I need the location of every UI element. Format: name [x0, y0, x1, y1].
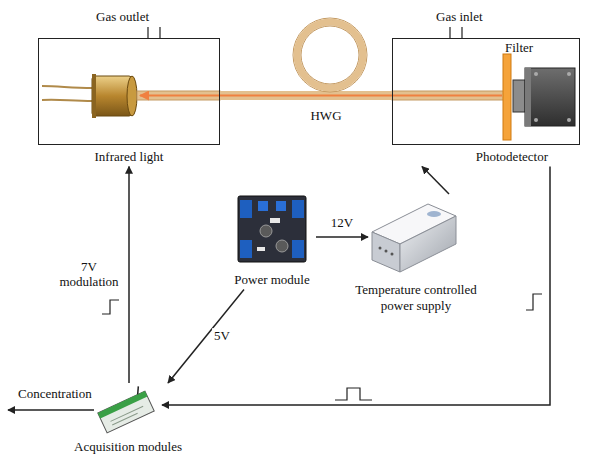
- pulse-symbol: [102, 300, 119, 314]
- waveguide-coil: [293, 18, 367, 92]
- chamber-outline: [392, 38, 580, 145]
- acquisition-module-device: [111, 406, 145, 425]
- node-caption: Acquisition modules: [68, 439, 188, 455]
- edge-label: 5V: [212, 329, 232, 345]
- optical-filter: [503, 54, 511, 140]
- infrared-light-source: [42, 74, 137, 118]
- part-label: Filter: [505, 40, 533, 56]
- power-module-board: [240, 200, 252, 218]
- edge-label: HWG: [308, 108, 343, 124]
- power-module-board: [292, 240, 304, 258]
- temperature-supply-device: [372, 232, 400, 272]
- infrared-light-source: [92, 74, 96, 118]
- port-label: Gas inlet: [436, 9, 483, 25]
- module-block: Power module: [230, 192, 314, 288]
- waveguide-coil: [301, 26, 359, 84]
- power-module-board: [276, 201, 286, 211]
- node-caption: Power module: [230, 272, 314, 288]
- power-module-board: [238, 196, 306, 262]
- photodetector-camera: [534, 72, 538, 76]
- picture-area: [350, 194, 482, 278]
- gas-chamber-box: Infrared light: [38, 38, 220, 165]
- pulse-symbol: [335, 388, 372, 400]
- power-module-board: [240, 240, 252, 258]
- power-module-board: [260, 225, 272, 237]
- signal-arrow: [128, 167, 130, 383]
- gas-inlet-pipe: [450, 27, 462, 38]
- photodetector-camera: [513, 80, 525, 112]
- waveguide-inner-tube: [137, 91, 504, 100]
- waveguide-coil: [297, 22, 363, 88]
- pulse-symbol: [102, 300, 119, 314]
- power-module-board: [270, 218, 280, 223]
- power-arrow: [168, 290, 244, 383]
- chamber-outline: [38, 38, 220, 145]
- pulse-symbol: [335, 388, 372, 400]
- node-caption: Infrared light: [38, 149, 220, 165]
- power-arrow: [422, 167, 449, 194]
- device-block: Temperature controlled power supply: [350, 194, 482, 313]
- infrared-light-source: [127, 76, 137, 116]
- optical-filter: [503, 54, 511, 140]
- edge-label: 12V: [329, 215, 355, 231]
- power-module-board: [257, 247, 265, 251]
- picture-area: [230, 192, 314, 268]
- photodetector-camera: [567, 72, 571, 76]
- acquisition-module-device: [135, 386, 142, 394]
- temperature-supply-device: [372, 204, 456, 272]
- light-beam: [140, 95, 502, 96]
- power-module-board: [292, 200, 304, 218]
- pulse-symbol: [526, 294, 542, 310]
- node-caption: Photodetector: [392, 149, 548, 165]
- power-module-board: [276, 240, 288, 252]
- concentration-arrow: [8, 410, 94, 411]
- temperature-supply-device: [391, 253, 394, 256]
- temperature-supply-device: [427, 211, 441, 217]
- signal-arrow: [162, 167, 550, 405]
- temperature-supply-device: [385, 250, 388, 253]
- acquisition-module-device: [95, 385, 154, 433]
- output-label: Concentration: [18, 386, 92, 402]
- gas-chamber-box: Photodetector: [392, 38, 580, 165]
- acquisition-module-device: [98, 391, 148, 418]
- photodetector-camera: [525, 68, 575, 126]
- gas-outlet-pipe: [148, 27, 160, 38]
- photodetector-camera: [525, 68, 531, 126]
- edge-label: 7V modulation: [55, 259, 123, 290]
- infrared-light-source: [42, 86, 93, 101]
- waveguide-coil: [293, 18, 367, 92]
- power-module-board: [238, 196, 306, 262]
- temperature-supply-device: [400, 216, 456, 272]
- port-label: Gas outlet: [96, 9, 149, 25]
- acquisition-module-device: [98, 391, 154, 433]
- gas-outlet-pipe: [148, 27, 160, 38]
- pulse-symbol: [526, 294, 542, 310]
- temperature-supply-device: [379, 247, 382, 250]
- photodetector-camera: [567, 118, 571, 122]
- concentration-arrow: [8, 409, 94, 411]
- light-beam: [140, 95, 502, 97]
- power-arrow: [316, 236, 368, 238]
- infrared-light-source: [92, 76, 132, 116]
- node-caption: Temperature controlled power supply: [350, 282, 482, 313]
- gas-inlet-pipe: [450, 27, 462, 38]
- photodetector-camera: [513, 68, 575, 126]
- power-module-board: [258, 201, 268, 211]
- photodetector-camera: [534, 118, 538, 122]
